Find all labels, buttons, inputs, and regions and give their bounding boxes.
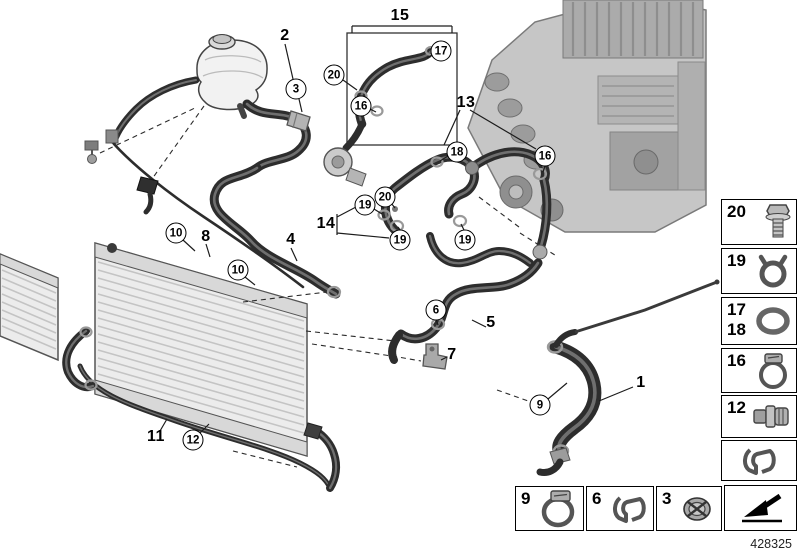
callout-5[interactable]: 5	[486, 314, 496, 331]
callout-19-b[interactable]: 19	[389, 229, 411, 251]
expansion-tank	[196, 34, 268, 119]
callout-4[interactable]: 4	[286, 231, 296, 248]
screw-plug-icon	[683, 496, 711, 521]
legend-number: 17	[727, 300, 746, 319]
legend-number: 3	[662, 489, 672, 508]
legend-box-16[interactable]: 16	[721, 348, 797, 393]
detail-box-15	[346, 32, 458, 146]
legend-box-6[interactable]: 6	[586, 486, 654, 531]
worm-clamp-icon	[759, 352, 787, 389]
bolt-icon	[765, 204, 791, 238]
legend-number: 9	[521, 489, 531, 508]
legend-box-9[interactable]: 9	[515, 486, 584, 531]
callout-6[interactable]: 6	[425, 299, 447, 321]
legend-number: 12	[727, 398, 746, 417]
legend-number: 20	[727, 202, 746, 221]
worm-clamp-icon	[541, 489, 575, 527]
hose-1	[549, 340, 602, 459]
mid-connector	[136, 176, 159, 195]
callout-3[interactable]: 3	[285, 78, 307, 100]
retaining-clip-icon	[613, 495, 646, 523]
o-ring-icon	[756, 307, 790, 335]
callout-19-a[interactable]: 19	[354, 194, 376, 216]
callout-14[interactable]: 14	[316, 215, 336, 232]
legend-box-arrow[interactable]	[724, 485, 797, 531]
callout-7[interactable]: 7	[447, 346, 457, 363]
hose-5	[396, 258, 543, 344]
left-bracket	[84, 140, 99, 151]
callout-20-a[interactable]: 20	[323, 64, 345, 86]
legend-box-3[interactable]: 3	[656, 486, 722, 531]
hose-connector-icon	[753, 404, 789, 428]
callout-19-c[interactable]: 19	[454, 229, 476, 251]
legend-box-19[interactable]: 19	[721, 248, 797, 294]
retaining-clip-icon	[743, 447, 776, 475]
callout-13[interactable]: 13	[456, 94, 476, 111]
callout-16-a[interactable]: 16	[350, 95, 372, 117]
coolant-pipe-10	[112, 142, 305, 289]
legend-number: 19	[727, 251, 746, 270]
legend-number: 6	[592, 489, 602, 508]
band-clamp-icon	[758, 254, 788, 288]
legend-box-17-18[interactable]: 17 18	[721, 297, 797, 345]
part-number: 428325	[750, 537, 792, 551]
bracket-7	[422, 343, 448, 370]
legend-box-20[interactable]: 20	[721, 199, 797, 245]
legend-box-12[interactable]: 12	[721, 395, 797, 438]
coolant-rod	[574, 280, 718, 334]
callout-12[interactable]: 12	[182, 429, 204, 451]
direction-arrow-icon	[742, 493, 782, 523]
legend-box-clip[interactable]	[721, 440, 797, 481]
pipe-fitting	[105, 129, 119, 144]
callout-16-b[interactable]: 16	[534, 145, 556, 167]
callout-17[interactable]: 17	[430, 40, 452, 62]
engine-block	[467, 0, 707, 233]
hose-8-upper	[110, 76, 200, 145]
auxiliary-cooler	[0, 253, 59, 362]
callout-15[interactable]: 15	[390, 7, 410, 24]
callout-2[interactable]: 2	[280, 27, 290, 44]
leader-lines	[159, 25, 634, 434]
hose-15	[354, 46, 436, 129]
callout-9[interactable]: 9	[529, 394, 551, 416]
callout-18[interactable]: 18	[446, 141, 468, 163]
callout-8[interactable]: 8	[201, 228, 211, 245]
legend-number: 18	[727, 320, 746, 339]
connector-3	[286, 110, 311, 132]
hose-1-fitting	[549, 447, 571, 465]
legend-number: 16	[727, 351, 746, 370]
connector-12	[303, 422, 323, 440]
radiator	[94, 242, 308, 458]
callout-11[interactable]: 11	[147, 428, 165, 445]
callout-1[interactable]: 1	[636, 374, 646, 391]
callout-20-b[interactable]: 20	[374, 186, 396, 208]
callout-10-b[interactable]: 10	[227, 259, 249, 281]
callout-10-a[interactable]: 10	[165, 222, 187, 244]
